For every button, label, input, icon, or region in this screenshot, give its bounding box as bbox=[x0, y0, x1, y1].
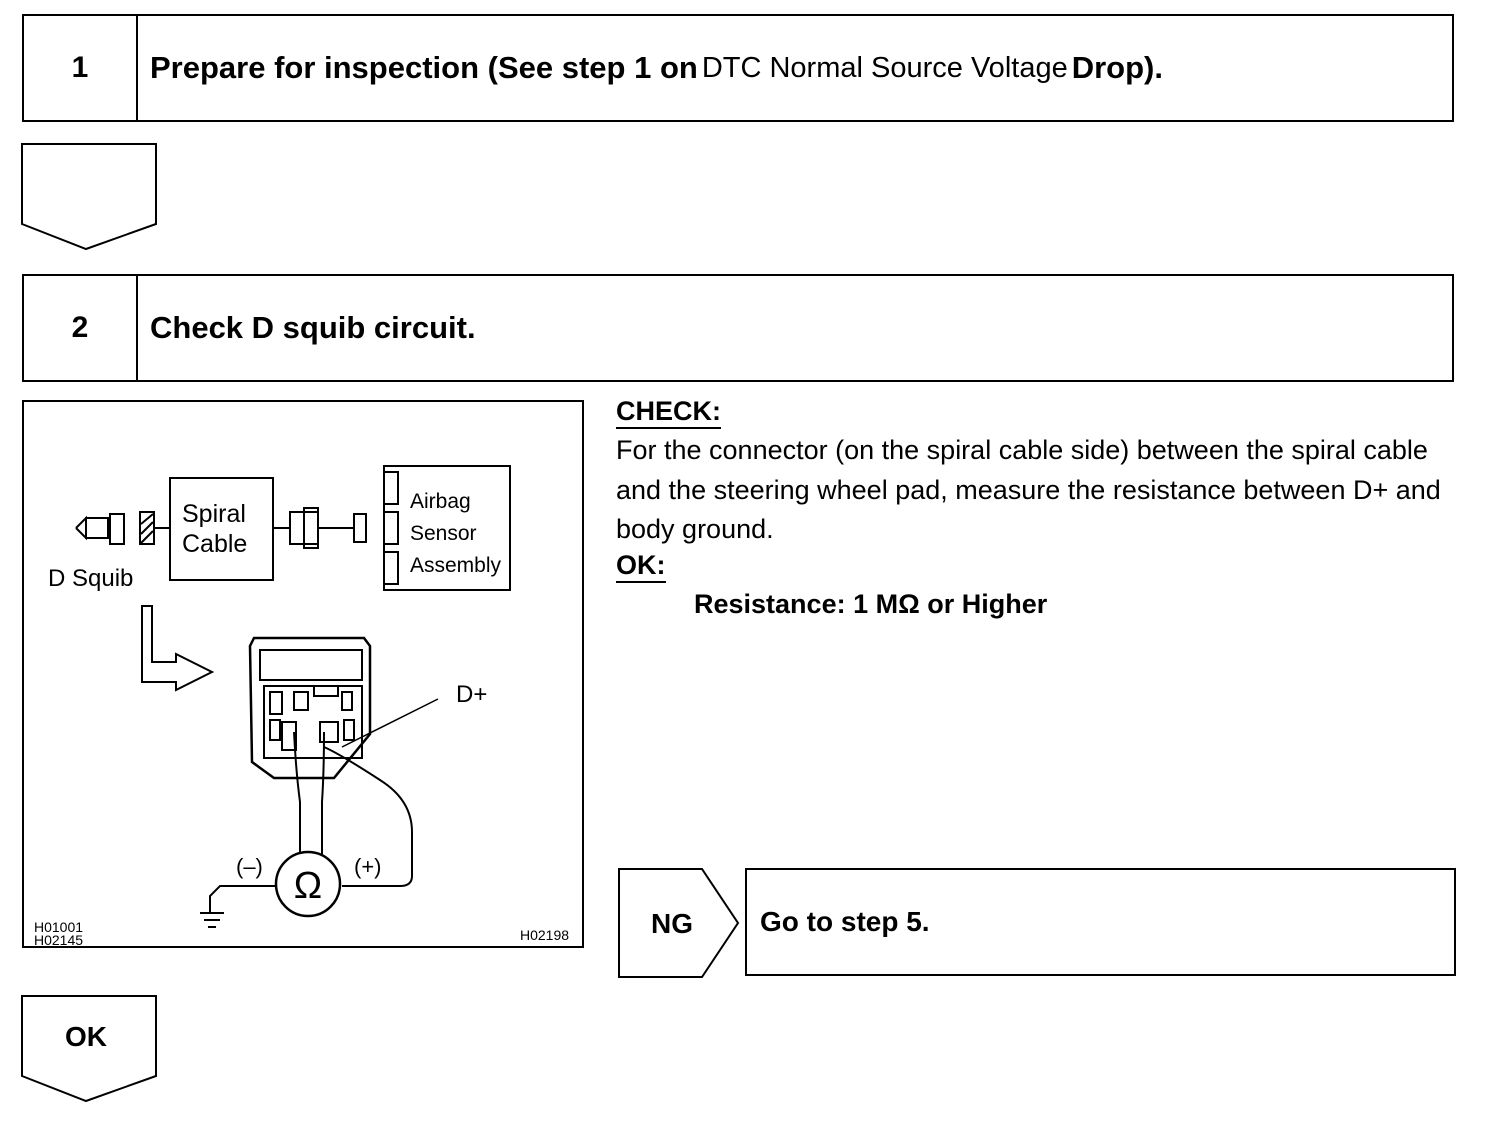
spiral-cable-label-1: Spiral bbox=[182, 500, 246, 528]
step-1-title-end: Drop). bbox=[1071, 50, 1163, 85]
check-heading: CHECK: bbox=[616, 396, 721, 429]
wire-left bbox=[293, 731, 301, 854]
step-2-number: 2 bbox=[24, 276, 138, 380]
down-arrow-icon bbox=[21, 143, 157, 251]
squib-connector-tip bbox=[75, 515, 87, 541]
check-instructions: For the connector (on the spiral cable s… bbox=[616, 435, 1441, 544]
minus-label: (–) bbox=[236, 854, 263, 879]
d-plus-leader bbox=[341, 698, 439, 748]
figure-code-1: H01001 bbox=[34, 919, 83, 935]
connector-face bbox=[248, 636, 372, 780]
ok-specification: Resistance: 1 MΩ or Higher bbox=[694, 588, 1048, 619]
squib-connector-plug bbox=[109, 513, 125, 545]
ok-arrow-label: OK bbox=[65, 1021, 107, 1052]
check-section: CHECK: For the connector (on the spiral … bbox=[616, 396, 1461, 620]
ground-lead bbox=[209, 885, 276, 912]
spiral-cable-box bbox=[169, 477, 274, 581]
ohmmeter-circle bbox=[274, 850, 342, 918]
ng-result-text: Go to step 5. bbox=[760, 906, 930, 937]
step-1-title: Prepare for inspection (See step 1 on DT… bbox=[138, 16, 1452, 120]
step-1-dtc-reference: DTC Normal Source Voltage bbox=[701, 51, 1068, 84]
ng-result-box: Go to step 5. bbox=[745, 868, 1456, 976]
airbag-label-1: Airbag bbox=[410, 490, 471, 513]
wire-right bbox=[321, 731, 325, 854]
plus-label: (+) bbox=[354, 854, 382, 879]
step-2-header: 2 Check D squib circuit. bbox=[22, 274, 1454, 382]
wiring-illustration: Spiral Cable Airbag Sensor Assembly D Sq… bbox=[22, 400, 584, 948]
ohm-symbol-icon: Ω bbox=[294, 865, 322, 907]
step-1-title-start: Prepare for inspection (See step 1 on bbox=[150, 50, 698, 85]
step-1-number: 1 bbox=[24, 16, 138, 120]
ok-down-arrow-icon: OK bbox=[21, 995, 157, 1103]
cable-connector-b bbox=[353, 513, 367, 543]
ng-label: NG bbox=[651, 908, 693, 939]
airbag-label-3: Assembly bbox=[410, 554, 502, 577]
positive-probe-lead bbox=[323, 746, 413, 887]
figure-code-2: H02145 bbox=[34, 932, 83, 948]
d-squib-label: D Squib bbox=[48, 565, 133, 592]
ng-tag: NG bbox=[618, 868, 740, 978]
wiring-diagram: Spiral Cable Airbag Sensor Assembly D Sq… bbox=[34, 465, 569, 948]
direction-arrow-icon bbox=[141, 605, 215, 692]
step-2-title: Check D squib circuit. bbox=[150, 310, 476, 345]
ok-heading: OK: bbox=[616, 550, 666, 583]
step-1-header: 1 Prepare for inspection (See step 1 on … bbox=[22, 14, 1454, 122]
d-plus-label: D+ bbox=[456, 681, 487, 708]
airbag-label-2: Sensor bbox=[410, 522, 477, 545]
spiral-cable-label-2: Cable bbox=[182, 530, 247, 558]
figure-code-3: H02198 bbox=[520, 927, 569, 943]
squib-connector-body bbox=[85, 517, 109, 539]
